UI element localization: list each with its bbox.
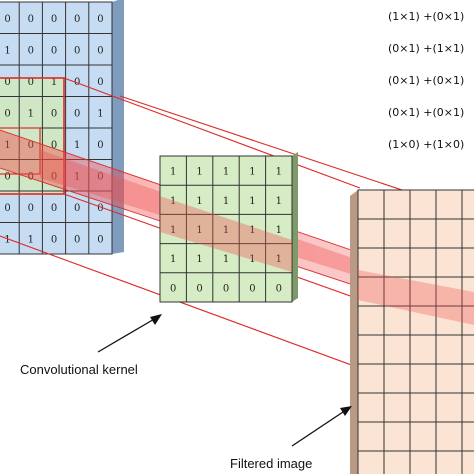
- input-cell: 1: [28, 234, 34, 245]
- input-cell: 0: [97, 14, 103, 25]
- input-cell: 0: [4, 203, 10, 214]
- filtered-arrow-head: [340, 406, 352, 416]
- input-cell: 0: [51, 14, 57, 25]
- input-cell: 0: [74, 234, 80, 245]
- input-cell: 0: [51, 45, 57, 56]
- formula-line: (0×1) +(0×1): [388, 74, 464, 87]
- filtered-label: Filtered image: [230, 456, 312, 471]
- input-cell: 0: [74, 45, 80, 56]
- kernel-face: [159, 155, 293, 303]
- kernel-cell: 1: [196, 254, 202, 265]
- kernel-cell: 1: [170, 254, 176, 265]
- kernel-label: Convolutional kernel: [20, 362, 138, 377]
- kernel-cell: 0: [196, 283, 202, 294]
- kernel-cell: 1: [276, 196, 282, 207]
- formula-line: (0×1) +(0×1): [388, 106, 464, 119]
- kernel-cell: 1: [223, 167, 229, 178]
- kernel-cell: 1: [276, 167, 282, 178]
- filtered-gridlines: [357, 189, 474, 474]
- input-cell: 0: [97, 234, 103, 245]
- kernel-side: [292, 152, 298, 302]
- filtered-beam-overlay: [358, 270, 474, 325]
- formula-line: (0×1) +(1×1): [388, 42, 464, 55]
- input-cell: 0: [4, 77, 10, 88]
- filtered-image-side: [350, 190, 358, 474]
- formula-list: (1×1) +(0×1) (0×1) +(1×1) (0×1) +(0×1) (0×1…: [388, 10, 464, 151]
- input-cell: 0: [51, 140, 57, 151]
- kernel-cell: 0: [170, 283, 176, 294]
- input-cell: 0: [51, 108, 57, 119]
- input-cell: 0: [74, 203, 80, 214]
- kernel-cell: 1: [249, 196, 255, 207]
- input-cell: 0: [74, 14, 80, 25]
- kernel-gridlines: [159, 155, 293, 303]
- formula-line: (1×1) +(0×1): [388, 10, 464, 23]
- kernel-arrow-head: [150, 314, 162, 325]
- kernel-cell: 1: [170, 167, 176, 178]
- input-cell: 0: [4, 108, 10, 119]
- kernel-label-group: Convolutional kernel: [20, 314, 162, 377]
- kernel: 1 1 1 1 1 1 1 1 1 1 1 1 1 1 1 1 1 1 1 1 0 0 0 0 0: [159, 152, 298, 303]
- kernel-cell: 1: [196, 196, 202, 207]
- kernel-cell: 1: [170, 225, 176, 236]
- input-cell: 1: [74, 140, 80, 151]
- formula-line: (1×0) +(1×0): [388, 138, 464, 151]
- input-cell: 1: [4, 45, 10, 56]
- filtered-label-group: Filtered image: [230, 406, 352, 471]
- kernel-cell: 1: [223, 196, 229, 207]
- kernel-cell: 1: [249, 167, 255, 178]
- kernel-cell: 1: [249, 225, 255, 236]
- filtered-arrow-shaft: [291, 409, 347, 447]
- input-window-outline: [0, 77, 65, 195]
- beam-line-top: [63, 77, 361, 189]
- kernel-cell: 0: [249, 283, 255, 294]
- input-cell: 0: [28, 77, 34, 88]
- input-cell: 0: [51, 203, 57, 214]
- filtered-image-face: [357, 189, 474, 474]
- input-cell: 0: [4, 171, 10, 182]
- input-cell: 0: [28, 45, 34, 56]
- input-cell: 0: [97, 45, 103, 56]
- kernel-cell: 1: [223, 225, 229, 236]
- kernel-cell: 0: [276, 283, 282, 294]
- input-cell: 0: [74, 108, 80, 119]
- kernel-cell: 1: [249, 254, 255, 265]
- input-cell: 0: [28, 203, 34, 214]
- input-cell: 1: [97, 108, 103, 119]
- input-image: 0000010000001000100110010000100000011000: [0, 0, 124, 255]
- filtered-image: [350, 189, 474, 474]
- kernel-cell: 0: [223, 283, 229, 294]
- kernel-cells: 1 1 1 1 1 1 1 1 1 1 1 1 1 1 1 1 1 1 1 1 0 0 0 0 0: [170, 167, 282, 295]
- kernel-cell: 1: [276, 254, 282, 265]
- kernel-beam-overlay: [160, 196, 292, 272]
- kernel-cell: 1: [223, 254, 229, 265]
- input-cell: 0: [97, 140, 103, 151]
- input-cell: 0: [74, 77, 80, 88]
- input-cell: 0: [51, 234, 57, 245]
- kernel-cell: 1: [170, 196, 176, 207]
- input-cell: 0: [4, 14, 10, 25]
- kernel-cell: 1: [276, 225, 282, 236]
- kernel-cell: 1: [196, 167, 202, 178]
- input-cell: 0: [28, 14, 34, 25]
- kernel-cell: 1: [196, 225, 202, 236]
- input-cell: 1: [28, 108, 34, 119]
- input-image-side: [112, 0, 124, 254]
- input-cell: 1: [51, 77, 57, 88]
- input-cell: 1: [4, 234, 10, 245]
- kernel-arrow-shaft: [97, 317, 157, 353]
- input-cell: 0: [97, 77, 103, 88]
- input-cell: 0: [97, 203, 103, 214]
